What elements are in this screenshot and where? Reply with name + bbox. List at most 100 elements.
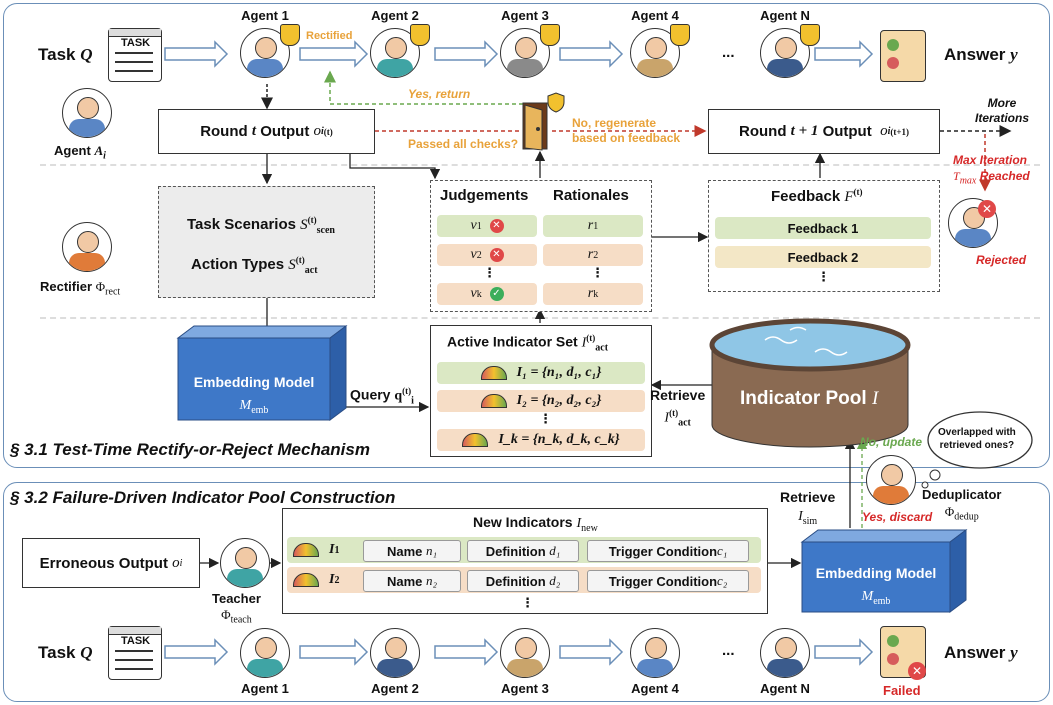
agent-label: Agent 1 <box>241 681 289 696</box>
feedback-item-2: Feedback 2 <box>715 246 931 268</box>
door-icon <box>522 102 548 151</box>
feedback-item-1: Feedback 1 <box>715 217 931 239</box>
check-icon: ✓ <box>489 287 504 301</box>
answer-label-bottom: Answer y <box>944 643 1018 662</box>
indicator-row-2: I₂ = {n₂, d₂, c₂} <box>437 390 645 412</box>
cross-icon: ✕ <box>489 219 504 233</box>
ellipsis: ... <box>722 44 735 61</box>
section-31-frame <box>3 3 1050 468</box>
new-indicators-header: New Indicators Inew <box>473 514 598 534</box>
gauge-icon <box>462 433 489 447</box>
thought-bubble <box>921 411 1033 489</box>
agent-label: Agent 3 <box>501 681 549 696</box>
agent-ai-avatar <box>62 88 112 138</box>
rectifier-label: Rectifier Φrect <box>40 279 121 298</box>
shield-icon <box>280 24 300 46</box>
deduplicator-avatar <box>866 455 916 505</box>
task-document-icon: TASK <box>108 626 162 680</box>
close-icon: ✕ <box>978 200 996 218</box>
agent-ai-label: Agent Ai <box>54 143 106 162</box>
definition-field-1: Definition d₁ <box>467 540 579 562</box>
gauge-icon <box>293 573 319 587</box>
name-field-2: Name n₂ <box>363 570 461 592</box>
agent-label: Agent 4 <box>631 681 679 696</box>
agent-label: Agent N <box>760 681 810 696</box>
vdots: ⋮ <box>539 411 552 426</box>
agent-avatar <box>500 28 550 78</box>
active-indicator-set: Active Indicator Set I(t)act I₁ = {n₁, d… <box>430 325 652 457</box>
indicator-row-1: I₁ = {n₁, d₁, c₁} <box>437 362 645 384</box>
rectifier-avatar <box>62 222 112 272</box>
shield-icon <box>410 24 430 46</box>
gauge-icon <box>480 366 507 380</box>
agent-avatar <box>760 628 810 678</box>
max-iteration-label: Max Iteration Tmax Reached <box>953 153 1030 187</box>
indicator-pool-label: Indicator Pool I <box>740 388 879 409</box>
active-set-header: Active Indicator Set I(t)act <box>447 333 609 354</box>
agent-avatar <box>630 628 680 678</box>
vdots: ⋮ <box>591 265 604 280</box>
agent-avatar <box>500 628 550 678</box>
indicator-pool-icon <box>709 318 911 448</box>
action-types-label: Action Types S(t)act <box>191 255 318 276</box>
agent-label: Agent 3 <box>501 8 549 23</box>
feedback-box: Feedback F(t) Feedback 1 Feedback 2 ⋮ <box>708 180 940 292</box>
agent-avatar <box>760 28 810 78</box>
clipboard-icon <box>880 30 926 82</box>
rectified-label: Rectified <box>306 30 353 42</box>
agent-avatar <box>370 628 420 678</box>
agent-avatar <box>240 628 290 678</box>
rationales-header: Rationales <box>553 187 629 204</box>
ellipsis: ... <box>722 642 735 659</box>
gauge-icon <box>293 543 319 557</box>
shield-icon <box>540 24 560 46</box>
cross-icon: ✕ <box>489 248 504 262</box>
embedding-cube-bottom <box>800 529 968 613</box>
task-label-bottom: Task Q <box>38 643 93 662</box>
shield-icon <box>800 24 820 46</box>
agent-label: Agent 4 <box>631 8 679 23</box>
section-31-title: § 3.1 Test-Time Rectify-or-Reject Mechan… <box>10 440 370 459</box>
rejected-label: Rejected <box>976 253 1027 267</box>
agent-label: Agent 2 <box>371 8 419 23</box>
agent-label: Agent 1 <box>241 8 289 23</box>
agent-label: Agent N <box>760 8 810 23</box>
vdots: ⋮ <box>483 265 496 280</box>
agent-label: Agent 2 <box>371 681 419 696</box>
answer-label: Answer y <box>944 45 1018 64</box>
vdots: ⋮ <box>521 595 534 610</box>
no-update-label: No, update <box>860 435 922 449</box>
scenario-box: Task Scenarios S(t)scen Action Types S(t… <box>158 186 375 298</box>
feedback-header: Feedback F(t) <box>771 187 863 205</box>
indicator-row-k: I_k = {n_k, d_k, c_k} <box>437 429 645 451</box>
task-scenarios-label: Task Scenarios S(t)scen <box>187 215 335 236</box>
gauge-icon <box>480 394 507 408</box>
task-label: Task Q <box>38 45 93 64</box>
embedding-cube-top <box>176 325 348 421</box>
passed-checks-label: Passed all checks? <box>408 137 519 151</box>
section-32-frame <box>3 482 1050 702</box>
name-field-1: Name n₁ <box>363 540 461 562</box>
failed-label: Failed <box>883 683 921 698</box>
